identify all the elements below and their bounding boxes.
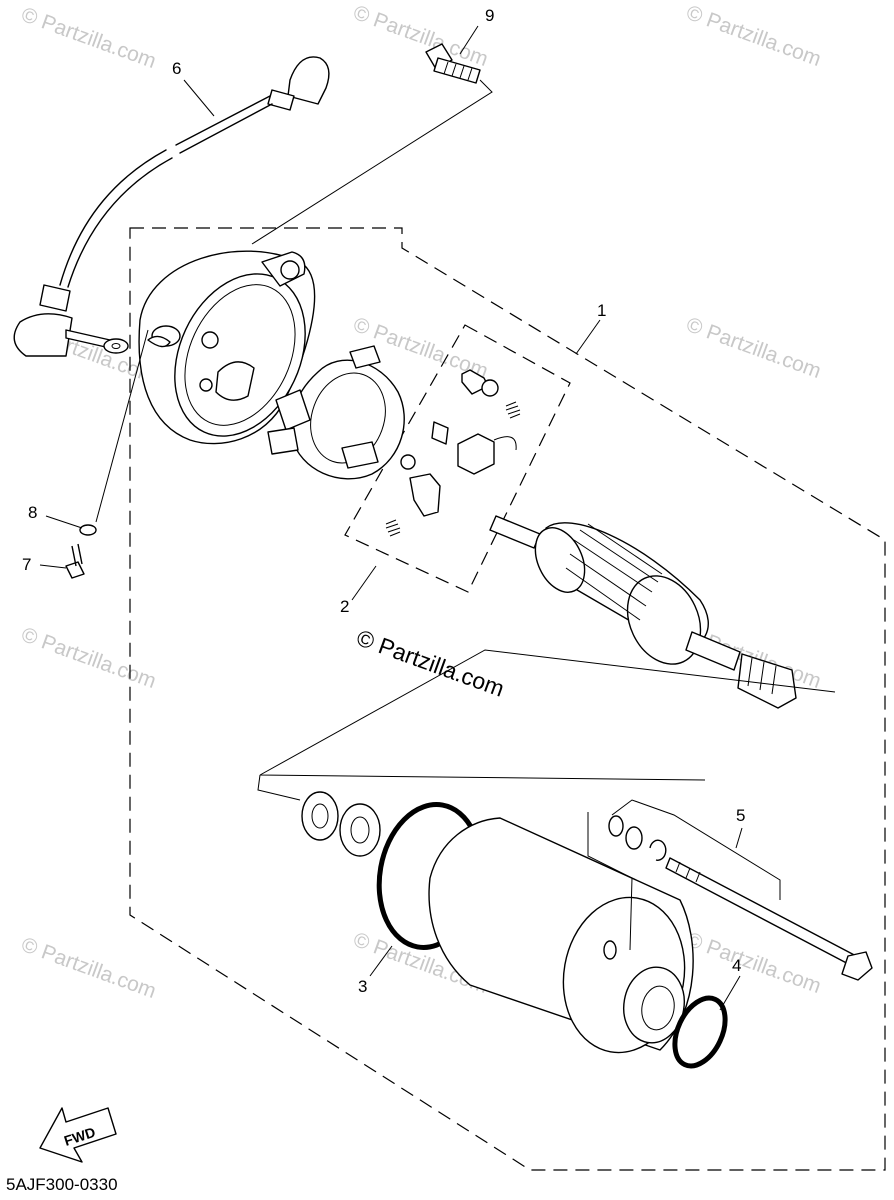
brush-holder bbox=[267, 345, 405, 480]
leader-line bbox=[257, 774, 301, 801]
brush-set bbox=[385, 369, 521, 537]
part-7-screw bbox=[65, 543, 85, 579]
leader-line bbox=[587, 812, 633, 951]
callout-4: 4 bbox=[732, 956, 741, 975]
callout-6: 6 bbox=[172, 59, 181, 78]
callout-5: 5 bbox=[736, 806, 745, 825]
leader-line bbox=[251, 79, 493, 245]
callout-2: 2 bbox=[340, 597, 349, 616]
fwd-arrow: FWD bbox=[39, 1107, 117, 1163]
drawing-code: 5AJF300-0330 bbox=[6, 1175, 118, 1194]
callout-3: 3 bbox=[358, 977, 367, 996]
watermark: © Partzilla.com bbox=[350, 1, 491, 71]
leader-line bbox=[611, 799, 781, 900]
callout-9: 9 bbox=[485, 6, 494, 25]
part-4-o-ring bbox=[672, 995, 728, 1069]
callout-1: 1 bbox=[597, 301, 606, 320]
part-9-bolt bbox=[425, 43, 481, 84]
watermark: © Partzilla.com bbox=[683, 1, 824, 71]
brush-set-boundary bbox=[344, 324, 571, 593]
armature bbox=[489, 515, 797, 709]
watermark: © Partzilla.com bbox=[18, 3, 159, 73]
watermark: © Partzilla.com bbox=[18, 933, 159, 1003]
watermark: © Partzilla.com bbox=[18, 623, 159, 693]
watermark: © Partzilla.com bbox=[683, 313, 824, 383]
part-8-washer bbox=[79, 524, 97, 536]
part-5-through-bolt-set bbox=[608, 815, 873, 981]
callout-7: 7 bbox=[22, 555, 31, 574]
shim-washers bbox=[301, 791, 381, 857]
leader-line bbox=[259, 649, 836, 781]
callouts: 9 6 1 2 8 7 5 3 4 bbox=[22, 6, 745, 1011]
partzilla-watermark: © Partzilla.com bbox=[353, 624, 508, 701]
leader-line bbox=[95, 329, 149, 523]
part-6-lead-wire bbox=[13, 56, 330, 357]
rear-cover bbox=[138, 250, 316, 445]
callout-8: 8 bbox=[28, 503, 37, 522]
assembly-boundary bbox=[129, 227, 886, 1171]
